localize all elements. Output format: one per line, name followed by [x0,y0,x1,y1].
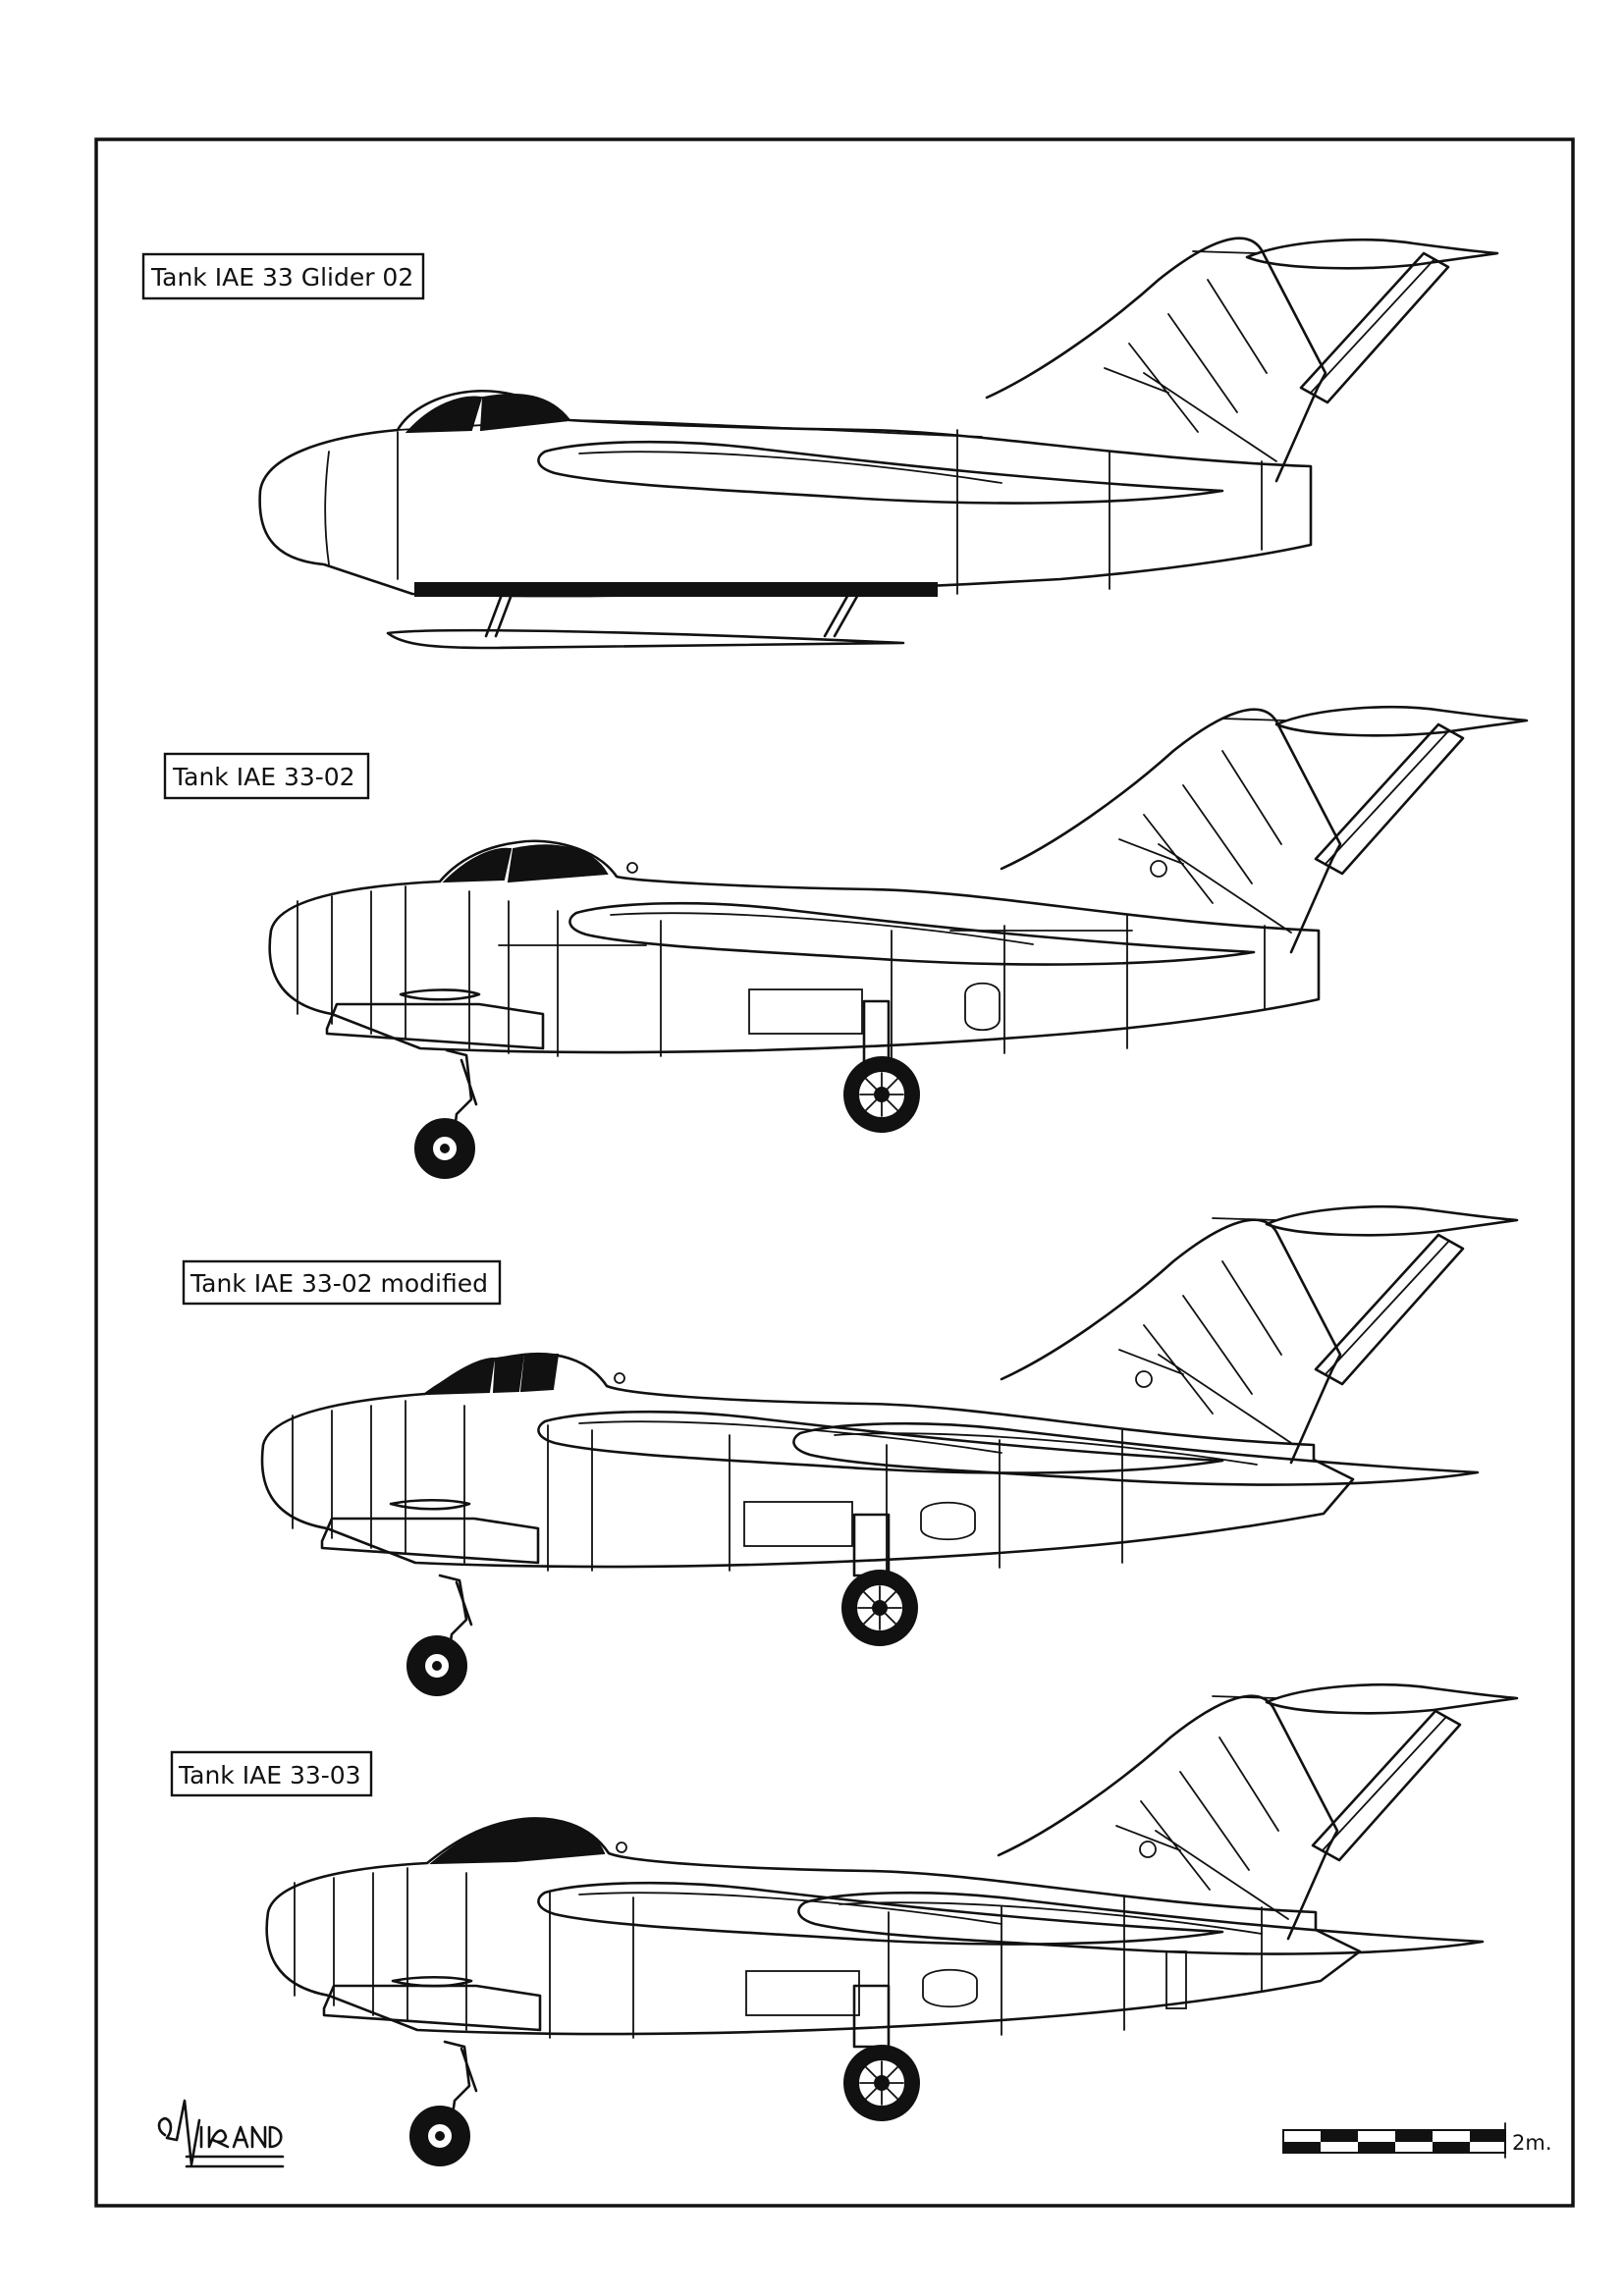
page-frame [94,137,1575,2208]
aircraft-33-02-modified: Tank IAE 33-02 modified [182,1204,1519,1696]
aircraft-glider-02: Tank IAE 33 Glider 02 [141,237,1499,650]
aircraft-33-03: Tank IAE 33-03 [170,1682,1519,2166]
label-box-33-02-modified [182,1259,502,1306]
miranda-logo [157,2099,285,2168]
label-box-33-02 [163,752,370,800]
scale-label: 2m. [1512,2131,1552,2155]
label-glider: Tank IAE 33 Glider 02 [150,263,413,292]
label-33-02-modified: Tank IAE 33-02 modified [189,1269,488,1298]
aircraft-33-02: Tank IAE 33-02 [163,705,1529,1179]
scale-bar: 2m. [1282,2122,1552,2159]
glider-skid [386,582,938,650]
label-33-03: Tank IAE 33-03 [178,1761,361,1789]
label-box-glider [141,252,425,300]
glider-fuselage [258,390,1313,598]
label-box-33-03 [170,1750,373,1797]
label-33-02: Tank IAE 33-02 [172,763,355,791]
